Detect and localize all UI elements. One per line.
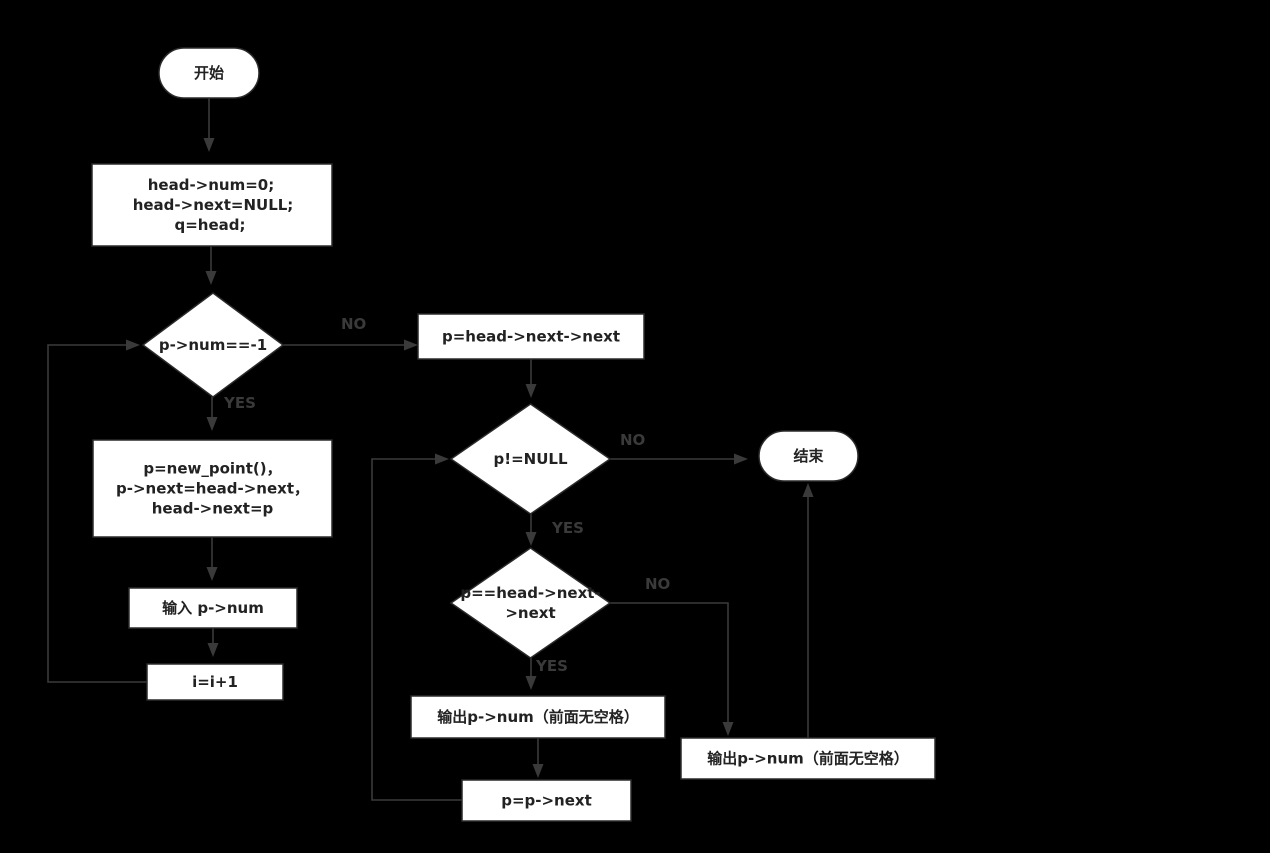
process-shape xyxy=(146,663,284,701)
nodes-layer: 开始 head->num=0; head->next=NULL; q=head; p-… xyxy=(91,47,936,822)
node-label: 结束 xyxy=(793,447,824,465)
node-label: head->next=NULL; xyxy=(133,196,294,214)
node-label: p->num==-1 xyxy=(159,336,267,354)
process-shape xyxy=(91,163,333,247)
node-label: p->next=head->next， xyxy=(116,480,309,498)
arrow-head xyxy=(722,722,734,736)
node-set-p: p=head->next->next xyxy=(417,313,645,360)
arrow-head xyxy=(404,339,418,351)
decision-shape xyxy=(449,547,612,659)
edge-input-num-to-incr xyxy=(207,628,219,657)
arrow-head xyxy=(525,676,537,690)
node-label: q=head; xyxy=(174,216,245,234)
edge-output-no-to-end xyxy=(802,483,814,738)
arrow-head xyxy=(734,453,748,465)
node-cond-num: p->num==-1 xyxy=(141,292,285,398)
edge-label-yes: YES xyxy=(535,657,568,675)
edge-label-yes: YES xyxy=(551,519,584,537)
node-output-no: 输出p->num（前面无空格） xyxy=(680,737,936,780)
node-label: i=i+1 xyxy=(192,673,238,691)
edge-label-no: NO xyxy=(341,315,366,333)
node-advance: p=p->next xyxy=(461,779,632,822)
node-output-yes: 输出p->num（前面无空格） xyxy=(410,695,666,739)
edge-label-no: NO xyxy=(645,575,670,593)
node-label: 输出p->num（前面无空格） xyxy=(437,708,639,726)
node-label: head->num=0; xyxy=(148,176,275,194)
node-cond-first: p==head->next- >next xyxy=(449,547,612,659)
edge-cond-null-to-cond-first: YES xyxy=(525,514,584,546)
arrow-head xyxy=(532,764,544,778)
edge-cond-num-to-new-node: YES xyxy=(206,394,256,431)
edge-cond-num-to-set-p: NO xyxy=(283,315,418,351)
process-shape xyxy=(461,779,632,822)
edge-label-no: NO xyxy=(620,431,645,449)
arrow-head xyxy=(205,271,217,285)
terminal-shape xyxy=(158,47,260,99)
node-label: p!=NULL xyxy=(494,450,568,468)
edge-line xyxy=(371,458,462,801)
node-new-node: p=new_point()， p->next=head->next， head->n… xyxy=(92,439,333,538)
node-start: 开始 xyxy=(158,47,260,99)
process-shape xyxy=(417,313,645,360)
edge-label-yes: YES xyxy=(223,394,256,412)
node-label: p=head->next->next xyxy=(442,328,620,346)
process-shape xyxy=(680,737,936,780)
node-incr: i=i+1 xyxy=(146,663,284,701)
node-end: 结束 xyxy=(758,430,859,482)
node-init: head->num=0; head->next=NULL; q=head; xyxy=(91,163,333,247)
arrow-head xyxy=(126,339,140,351)
node-label: 开始 xyxy=(194,64,224,82)
edge-cond-null-to-end: NO xyxy=(610,431,748,465)
arrow-head xyxy=(206,567,218,581)
edges-layer: NO YES NO YES NO YES xyxy=(47,98,814,801)
edge-line xyxy=(610,602,729,726)
decision-shape xyxy=(449,403,612,515)
arrow-head xyxy=(207,643,219,657)
node-label: head->next=p xyxy=(152,500,274,518)
node-label: p==head->next- xyxy=(460,584,600,602)
edge-new-node-to-input-num xyxy=(206,537,218,581)
edge-incr-to-cond-num xyxy=(47,339,147,683)
edge-line xyxy=(47,344,147,683)
process-shape xyxy=(92,439,333,538)
arrow-head xyxy=(206,417,218,431)
process-shape xyxy=(128,587,298,629)
edge-start-to-init xyxy=(203,98,215,152)
node-input-num: 输入 p->num xyxy=(128,587,298,629)
node-label: p=p->next xyxy=(501,792,592,810)
terminal-shape xyxy=(758,430,859,482)
node-label: 输入 p->num xyxy=(162,599,264,617)
edge-init-to-cond-num xyxy=(205,246,217,285)
edge-cond-first-to-output-yes: YES xyxy=(525,657,568,690)
edge-output-yes-to-advance xyxy=(532,738,544,778)
node-label: >next xyxy=(505,604,555,622)
arrow-head xyxy=(802,483,814,497)
edge-cond-first-to-output-no: NO xyxy=(610,575,734,736)
node-cond-null: p!=NULL xyxy=(449,403,612,515)
process-shape xyxy=(410,695,666,739)
arrow-head xyxy=(525,532,537,546)
edge-set-p-to-cond-null xyxy=(525,359,537,398)
arrow-head xyxy=(525,384,537,398)
edge-advance-to-cond-null xyxy=(371,453,462,801)
node-label: p=new_point()， xyxy=(143,460,281,478)
arrow-head xyxy=(203,138,215,152)
node-label: 输出p->num（前面无空格） xyxy=(707,750,909,768)
arrow-head xyxy=(435,453,449,465)
decision-shape xyxy=(141,292,285,398)
